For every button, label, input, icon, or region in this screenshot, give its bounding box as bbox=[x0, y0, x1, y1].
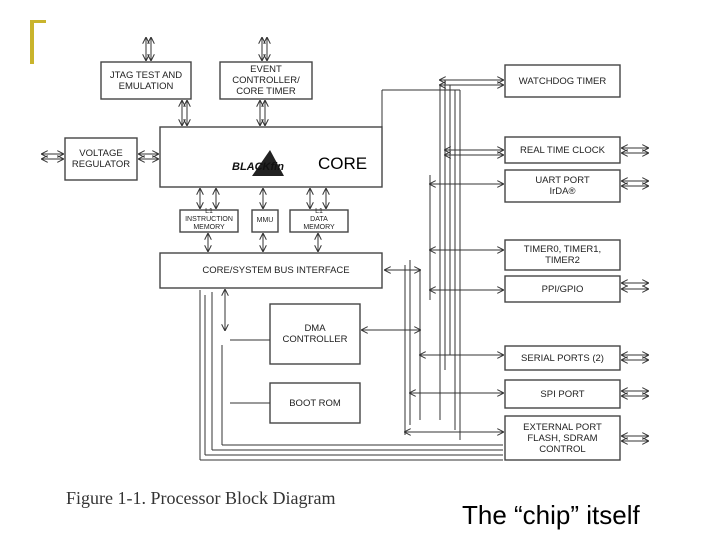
l1-instr-box bbox=[179, 209, 239, 233]
accent-bar bbox=[30, 20, 34, 64]
dma-controller-block: DMA CONTROLLER bbox=[282, 323, 348, 345]
external-port-block: EXTERNAL PORT FLASH, SDRAM CONTROL bbox=[523, 421, 602, 455]
watchdog-block: WATCHDOG TIMER bbox=[518, 75, 607, 87]
voltage-box bbox=[64, 137, 138, 181]
figure-caption: Figure 1-1. Processor Block Diagram bbox=[66, 488, 336, 508]
l1-data-memory: L1 DATA MEMORY bbox=[303, 208, 335, 231]
rtc-box bbox=[504, 136, 621, 164]
svg-text:BLACKfin: BLACKfin bbox=[232, 161, 284, 173]
event-controller-block: EVENT CONTROLLER/ CORE TIMER bbox=[232, 64, 300, 97]
watchdog-box bbox=[504, 64, 621, 98]
ppi-box bbox=[504, 275, 621, 303]
bus-spines bbox=[199, 80, 503, 461]
core-system-bus-block: CORE/SYSTEM BUS INTERFACE bbox=[202, 265, 350, 276]
core-label: CORE bbox=[318, 154, 368, 173]
spi-box bbox=[504, 379, 621, 409]
mmu-block: MMU bbox=[256, 217, 274, 224]
timer-box bbox=[504, 239, 621, 271]
dma-box bbox=[269, 303, 361, 365]
connection-lines bbox=[42, 38, 648, 441]
chip-itself-label: The “chip” itself bbox=[462, 500, 640, 530]
jtag-block: JTAG TEST AND EMULATION bbox=[109, 69, 183, 92]
blackfin-logo: BLACKfin bbox=[232, 150, 284, 176]
rtc-block: REAL TIME CLOCK bbox=[520, 144, 605, 156]
event-box bbox=[219, 61, 313, 100]
uart-box bbox=[504, 169, 621, 203]
core-box bbox=[159, 126, 383, 188]
spi-port-block: SPI PORT bbox=[540, 388, 585, 400]
serial-ports-block: SERIAL PORTS (2) bbox=[521, 352, 604, 364]
boot-rom-block: BOOT ROM bbox=[289, 397, 341, 409]
timer-block: TIMER0, TIMER1, TIMER2 bbox=[523, 244, 602, 266]
voltage-regulator-block: VOLTAGE REGULATOR bbox=[71, 148, 131, 170]
serial-box bbox=[504, 345, 621, 371]
accent-tick bbox=[30, 20, 46, 23]
jtag-box bbox=[100, 61, 192, 100]
ppi-gpio-block: PPI/GPIO bbox=[541, 283, 584, 295]
uart-block: UART PORT IrDA® bbox=[535, 175, 590, 197]
l1-instruction-memory: L1 INSTRUCTION MEMORY bbox=[185, 208, 233, 231]
bus-box bbox=[159, 252, 383, 289]
mmu-box bbox=[251, 209, 279, 233]
ext-box bbox=[504, 415, 621, 461]
l1-data-box bbox=[289, 209, 349, 233]
